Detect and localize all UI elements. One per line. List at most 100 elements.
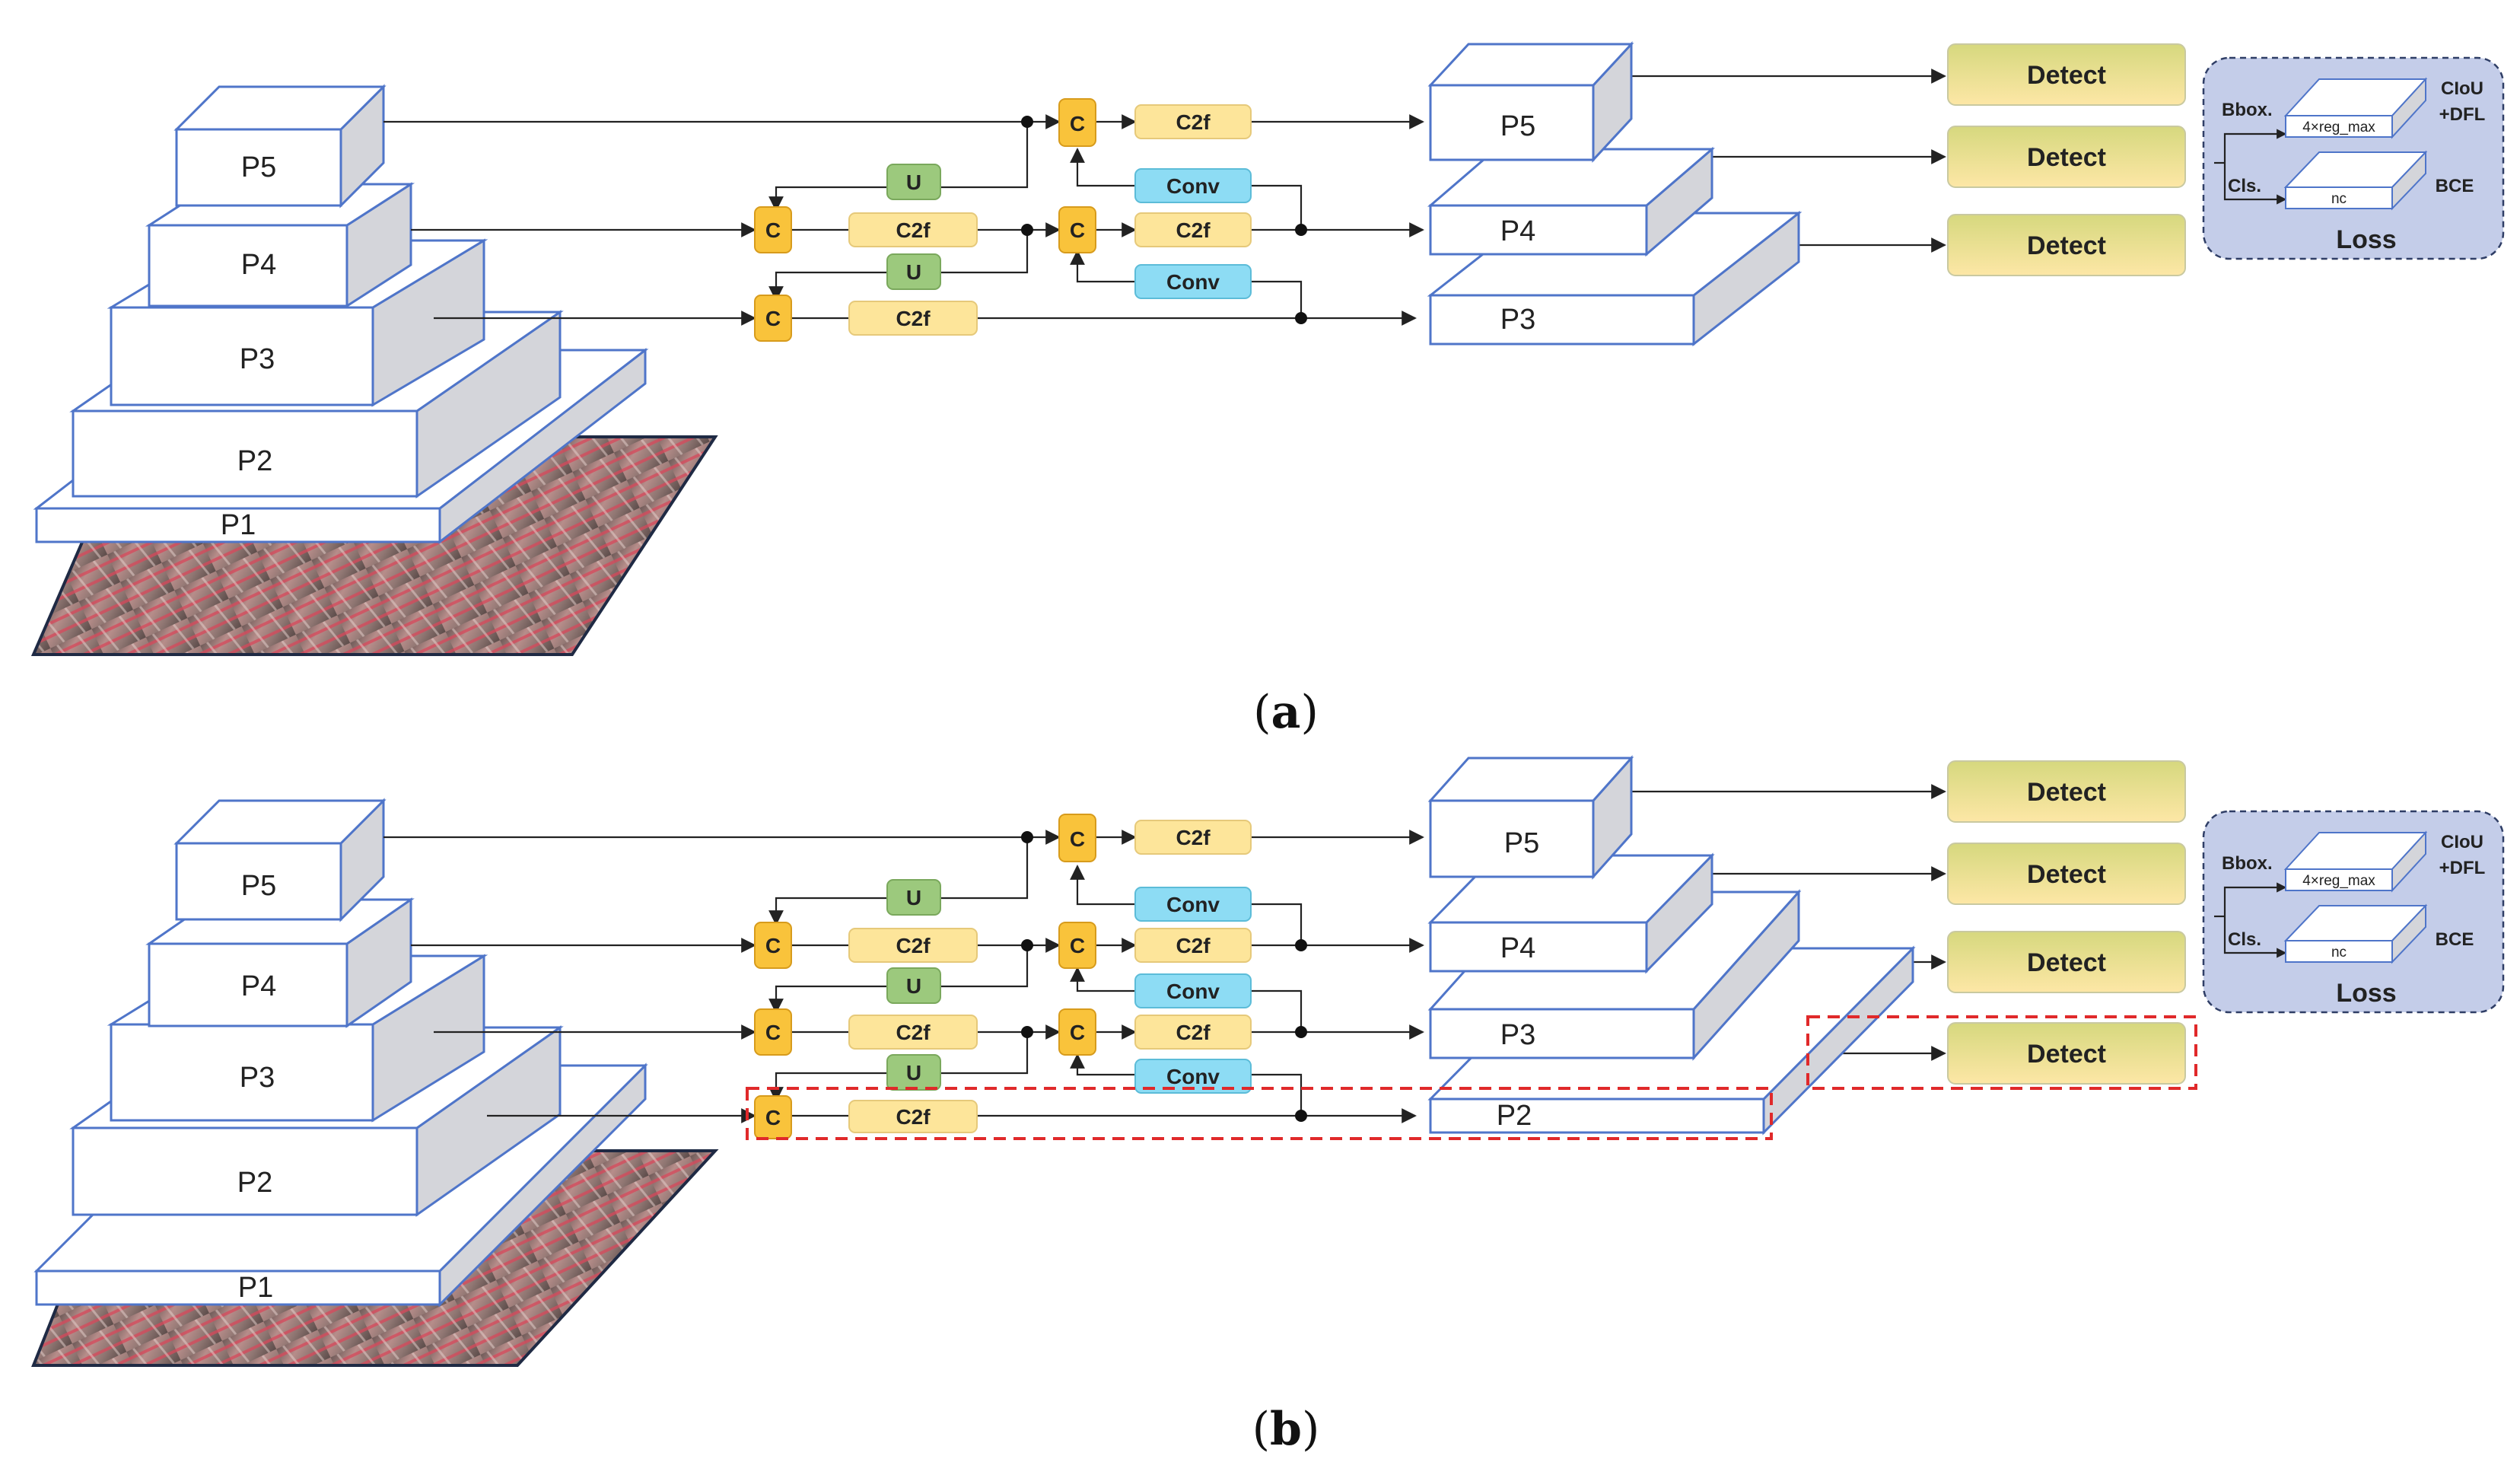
caption-a: (a) [1253,686,1319,739]
concat-b-6: C [1058,1008,1096,1056]
p3-label: P3 [240,343,275,375]
svg-text:C: C [1070,218,1085,242]
svg-text:Loss: Loss [2336,979,2396,1008]
concat-a-3: C [1058,98,1096,147]
concat-b-1: C [754,922,792,969]
svg-text:P4: P4 [1500,215,1535,247]
conv-b-3: Conv [1134,1059,1252,1094]
highlight-p2-branch [746,1087,1773,1140]
detect-b-2: Detect [1947,843,2186,905]
svg-text:P3: P3 [1500,304,1535,336]
conv-b-1: Conv [1134,887,1252,922]
svg-text:Cls.: Cls. [2228,176,2261,196]
neck-links-b [383,784,1946,1123]
svg-text:C: C [765,307,781,330]
caption-b: (b) [1252,1403,1320,1456]
loss-box-a: Bbox. Cls. 4×reg_max nc CIoU +DFL BCE Lo… [2202,56,2505,260]
svg-text:Conv: Conv [1166,893,1220,916]
svg-text:Conv: Conv [1166,174,1220,198]
svg-text:U: U [906,260,921,284]
svg-text:P5: P5 [241,870,276,902]
svg-text:C2f: C2f [896,934,931,957]
svg-text:P4: P4 [241,970,276,1002]
c2f-a-4: C2f [1134,212,1252,247]
upsample-a-1: U [886,164,941,200]
svg-text:U: U [906,974,921,998]
svg-text:C: C [765,1021,781,1044]
p2-label: P2 [237,445,272,477]
conv-a-1: Conv [1134,168,1252,203]
svg-text:Detect: Detect [2027,143,2106,172]
svg-text:C2f: C2f [896,218,931,242]
detect-a-1: Detect [1947,43,2186,106]
concat-a-2: C [754,295,792,342]
svg-text:C: C [1070,112,1085,135]
svg-text:C: C [765,218,781,242]
c2f-a-1: C2f [848,212,978,247]
svg-text:C2f: C2f [896,1105,931,1129]
svg-text:C2f: C2f [1176,934,1211,957]
c2f-b-2: C2f [848,1015,978,1050]
svg-text:P5: P5 [1504,827,1539,859]
c2f-b-1: C2f [848,928,978,963]
detect-a-3: Detect [1947,214,2186,276]
svg-text:Bbox.: Bbox. [2222,100,2273,120]
svg-text:C2f: C2f [896,307,931,330]
svg-text:P2: P2 [237,1167,272,1199]
highlight-p2-detect [1806,1015,2197,1090]
svg-text:C2f: C2f [1176,1021,1211,1044]
panel-a: P1 P2 P3 P4 P5 [30,41,2505,739]
head-level-p5-b: P5 [1427,755,1634,880]
svg-text:BCE: BCE [2436,929,2474,950]
svg-text:+DFL: +DFL [2439,104,2486,125]
svg-text:+DFL: +DFL [2439,858,2486,878]
svg-text:Conv: Conv [1166,1065,1220,1088]
svg-text:U: U [906,170,921,194]
c2f-b-5: C2f [1134,928,1252,963]
c2f-b-6: C2f [1134,1015,1252,1050]
svg-text:Loss: Loss [2336,225,2396,254]
svg-text:Detect: Detect [2027,778,2106,807]
svg-text:P3: P3 [1500,1019,1535,1051]
c2f-b-4: C2f [1134,820,1252,855]
head-level-p4-a: P4 [1427,146,1716,257]
svg-text:Conv: Conv [1166,980,1220,1003]
concat-b-2: C [754,1008,792,1056]
concat-b-3: C [754,1095,792,1139]
svg-text:P5: P5 [1500,110,1535,142]
upsample-b-3: U [886,1054,941,1091]
detect-b-1: Detect [1947,760,2186,823]
svg-text:P2: P2 [1497,1100,1532,1132]
svg-text:U: U [906,1061,921,1085]
svg-text:C2f: C2f [896,1021,931,1044]
loss-box-b: Bbox. Cls. 4×reg_max nc CIoU +DFL BCE Lo… [2202,810,2505,1014]
panel-b: P1 P2 P3 P4 P5 [31,755,2505,1456]
svg-text:C: C [1070,934,1085,957]
svg-text:Detect: Detect [2027,948,2106,977]
svg-text:nc: nc [2331,191,2347,207]
svg-text:C: C [765,934,781,957]
svg-text:U: U [906,886,921,910]
svg-text:4×reg_max: 4×reg_max [2302,119,2375,135]
svg-text:Detect: Detect [2027,231,2106,260]
upsample-b-2: U [886,967,941,1004]
svg-text:BCE: BCE [2436,176,2474,196]
p4-label: P4 [241,249,276,281]
svg-text:P3: P3 [240,1062,275,1094]
concat-b-4: C [1058,814,1096,862]
svg-text:C2f: C2f [1176,218,1211,242]
concat-a-4: C [1058,206,1096,253]
svg-text:Bbox.: Bbox. [2222,853,2273,874]
svg-text:P1: P1 [238,1272,273,1304]
upsample-b-1: U [886,879,941,916]
svg-text:C2f: C2f [1176,826,1211,849]
svg-text:4×reg_max: 4×reg_max [2302,873,2375,889]
concat-b-5: C [1058,922,1096,969]
upsample-a-2: U [886,253,941,290]
detect-a-2: Detect [1947,126,2186,188]
svg-text:CIoU: CIoU [2441,78,2483,99]
backbone-level-p5: P5 [173,84,387,209]
svg-text:P4: P4 [1500,932,1535,964]
svg-text:Conv: Conv [1166,270,1220,294]
